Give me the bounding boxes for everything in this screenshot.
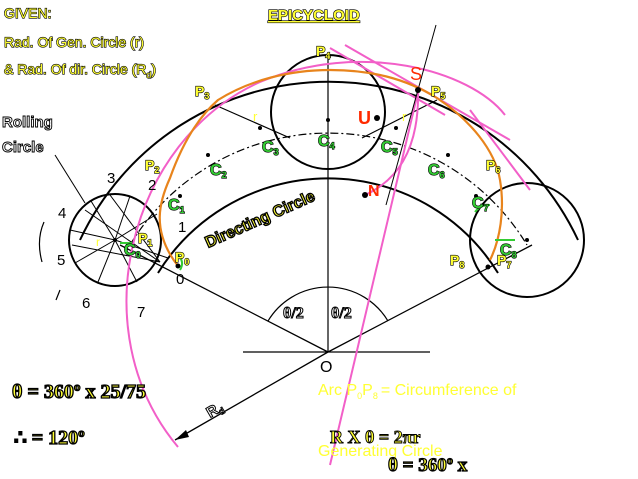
center-locus-arc <box>129 132 528 246</box>
point-n-marker <box>362 192 368 198</box>
angle-label-left: θ/2 <box>283 305 304 322</box>
center-label: O <box>320 359 332 376</box>
division-6: 6 <box>82 295 90 312</box>
label-c7: C7 <box>472 195 489 213</box>
label-c4: C4 <box>318 133 335 151</box>
radius-label: Rd <box>204 399 227 423</box>
label-u: U <box>358 108 371 128</box>
radial-line-p5 <box>361 99 438 139</box>
formula-theta-360: θ = 360º x <box>388 455 468 476</box>
rolling-circle-top <box>270 54 386 170</box>
label-c8: C8 <box>500 242 517 260</box>
label-p1: P1 <box>138 230 152 248</box>
angle-arc <box>267 286 389 322</box>
label-c1: C1 <box>168 197 185 215</box>
generating-circle-text: Generating Circle <box>318 443 443 460</box>
label-c5: C5 <box>381 139 398 157</box>
given-line-2: Rad. Of Gen. Circle (r) <box>4 34 144 50</box>
arc-equation: Arc P0P8= Circumference of <box>318 382 517 401</box>
label-p8: P8 <box>450 252 464 270</box>
label-s: S <box>410 64 422 84</box>
label-p6: P6 <box>486 157 500 175</box>
pink-line-4 <box>469 109 531 191</box>
formula-result: ∴ = 120º <box>14 427 85 449</box>
construction-black-line <box>385 24 437 206</box>
label-p4: P4 <box>316 43 330 61</box>
label-c0: C0 <box>124 242 141 260</box>
epicycloid-curve <box>158 68 504 267</box>
point-s-marker <box>415 87 421 93</box>
pink-arc-sn <box>364 89 420 196</box>
rolling-circle-label-1: Rolling <box>2 114 53 131</box>
label-c6: C6 <box>428 162 445 180</box>
rolling-circle-spokes <box>69 194 169 283</box>
rd-theta-overlay: R X θ = 2πr <box>330 427 421 447</box>
page-title: EPICYCLOID <box>268 7 360 24</box>
division-1: 1 <box>178 219 186 236</box>
rolling-circle-right <box>469 182 585 298</box>
radial-line-right <box>327 244 533 353</box>
point-u-marker <box>374 115 380 121</box>
label-r-left: r <box>253 109 258 124</box>
division-0: 0 <box>176 271 184 288</box>
label-r-circle: r <box>96 235 100 249</box>
pink-line-2 <box>329 47 446 116</box>
formula-theta: θ = 360º x 25/75 <box>12 381 146 403</box>
rolling-circle-pointer <box>54 154 86 204</box>
angle-label-right: θ/2 <box>331 305 352 322</box>
radius-arrowhead <box>175 430 189 440</box>
rolling-circle-left <box>68 193 162 287</box>
pink-construction-arc <box>125 60 506 448</box>
radial-line-left <box>119 244 329 353</box>
division-2: 2 <box>148 177 156 194</box>
center-arcs <box>120 204 515 271</box>
division-7: 7 <box>137 304 145 321</box>
pink-line-3 <box>329 91 419 466</box>
rolling-circle-label-2: Circle <box>2 139 44 156</box>
label-n: N <box>368 183 380 200</box>
given-heading: GIVEN: <box>4 5 51 21</box>
label-p5: P5 <box>431 83 445 101</box>
label-c3: C3 <box>262 139 279 157</box>
given-line-3: & Rad. Of dir. Circle (Rd) <box>4 61 156 80</box>
outer-arc <box>79 80 579 241</box>
label-r-right: r <box>402 109 407 124</box>
radius-line <box>174 351 329 441</box>
locus-dots <box>113 118 529 270</box>
label-p0: P0 <box>175 249 189 267</box>
directing-arc <box>157 177 499 274</box>
directing-circle-label: Directing Circle <box>203 188 318 252</box>
division-4: 4 <box>58 205 66 222</box>
hatch-marks <box>38 221 61 301</box>
label-p3: P3 <box>195 83 209 101</box>
division-3: 3 <box>107 170 115 187</box>
label-p7: P7 <box>497 252 511 270</box>
label-p2: P2 <box>145 157 159 175</box>
division-5: 5 <box>57 252 65 269</box>
radial-line-p3 <box>214 104 291 139</box>
label-c2: C2 <box>210 162 227 180</box>
